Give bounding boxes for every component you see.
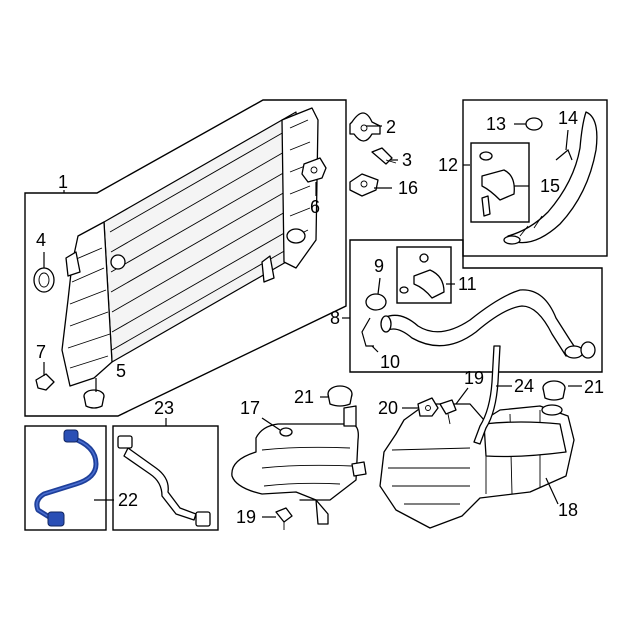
callout-24: 24	[514, 376, 534, 396]
lower-hose-group-frame	[349, 239, 603, 373]
part-24-hose	[473, 345, 501, 445]
callout-21-right: 21	[584, 377, 604, 397]
part-4-seal	[33, 267, 55, 293]
part-16-nut	[349, 173, 379, 197]
part-2-bracket	[349, 112, 381, 142]
callout-4: 4	[36, 230, 46, 250]
part-10-clip	[361, 317, 374, 347]
callout-10: 10	[380, 352, 400, 372]
callout-19-left: 19	[236, 507, 256, 527]
group-frames	[24, 99, 608, 531]
part-20-bracket	[417, 397, 439, 417]
callout-9: 9	[374, 256, 384, 276]
callout-11: 11	[458, 274, 477, 294]
callout-13: 13	[486, 114, 506, 134]
clamp-kit-subframe	[470, 142, 530, 223]
part-19-bolt-left	[275, 507, 293, 530]
radiator-group-frame	[24, 99, 347, 417]
clamp-subframe	[396, 246, 452, 304]
part-11-clamp	[399, 253, 445, 299]
callout-22: 22	[118, 490, 138, 510]
hose-22-frame	[24, 425, 107, 531]
callout-8: 8	[330, 308, 340, 328]
part-21-cap-left	[327, 385, 353, 407]
callout-12: 12	[438, 155, 458, 175]
part-8-lower-hose	[380, 289, 584, 359]
callout-17: 17	[240, 398, 260, 418]
part-23-hose	[117, 435, 211, 527]
part-14-upper-hose	[503, 111, 598, 245]
part-5-cap	[83, 389, 105, 409]
part-19-bolt-right	[439, 399, 457, 425]
callout-2: 2	[386, 117, 396, 137]
part-lower-hose-o-ring	[580, 341, 596, 359]
callout-5: 5	[116, 361, 126, 381]
callout-19-right: 19	[464, 368, 484, 388]
callout-7: 7	[36, 342, 46, 362]
part-9-o-ring	[365, 293, 387, 311]
callout-18: 18	[558, 500, 578, 520]
part-6-bracket	[301, 157, 327, 183]
callout-15: 15	[540, 176, 560, 196]
callout-numbers: 1 2 3 4 5 6 7 8 9 10 11 12 13 14 15 16 1…	[36, 108, 604, 527]
part-22-hose	[34, 429, 99, 527]
callout-23: 23	[154, 398, 174, 418]
callout-20: 20	[378, 398, 398, 418]
part-3-bolt	[371, 147, 397, 165]
callout-6: 6	[310, 197, 320, 217]
part-21-cap-right	[542, 380, 566, 401]
part-15-clamp-kit	[479, 151, 515, 217]
callout-14: 14	[558, 108, 578, 128]
upper-hose-group-frame	[462, 99, 608, 257]
radiator	[61, 107, 319, 387]
callout-3: 3	[402, 150, 412, 170]
part-17-reservoir	[231, 405, 367, 525]
part-13-o-ring	[525, 117, 543, 131]
part-7-drain-plug	[35, 373, 55, 391]
leader-lines	[43, 123, 582, 518]
callout-21-left: 21	[294, 387, 314, 407]
callout-1: 1	[58, 172, 68, 192]
callout-16: 16	[398, 178, 418, 198]
part-18-reservoir	[379, 403, 575, 529]
